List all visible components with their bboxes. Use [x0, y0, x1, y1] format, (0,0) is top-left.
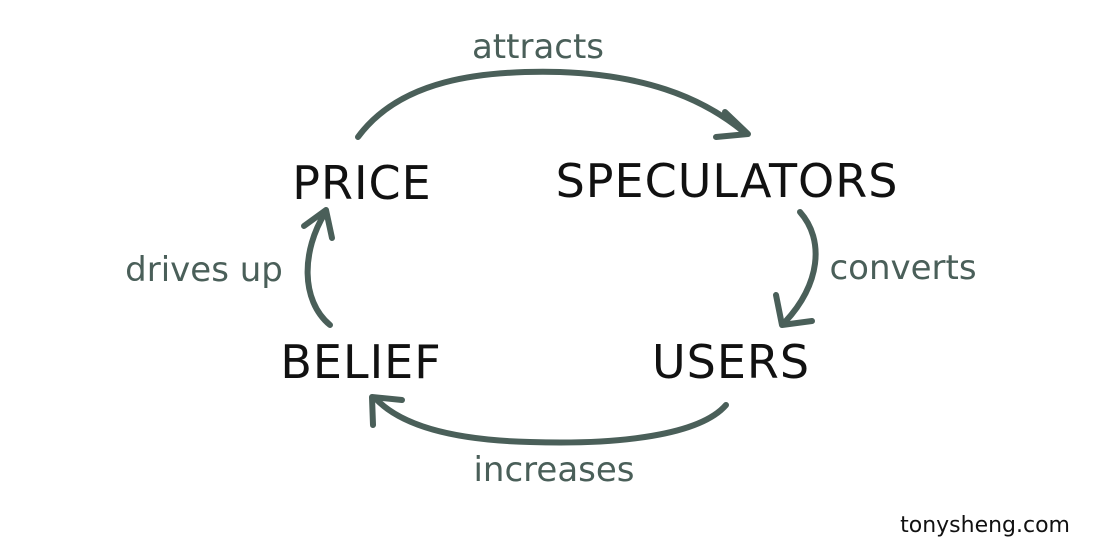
arrow-attracts — [355, 68, 751, 140]
arrow-increases — [369, 394, 729, 446]
arrow-drives-up — [301, 207, 335, 328]
label-drives-up: drives up — [125, 250, 283, 290]
arrow-converts — [773, 209, 819, 328]
credit-watermark: tonysheng.com — [900, 513, 1070, 538]
node-speculators: SPECULATORS — [555, 154, 899, 208]
node-price: PRICE — [292, 156, 432, 210]
node-belief: BELIEF — [280, 335, 442, 389]
label-converts: converts — [829, 248, 977, 288]
label-increases: increases — [473, 450, 635, 490]
label-attracts: attracts — [471, 27, 605, 67]
node-users: USERS — [651, 335, 811, 389]
